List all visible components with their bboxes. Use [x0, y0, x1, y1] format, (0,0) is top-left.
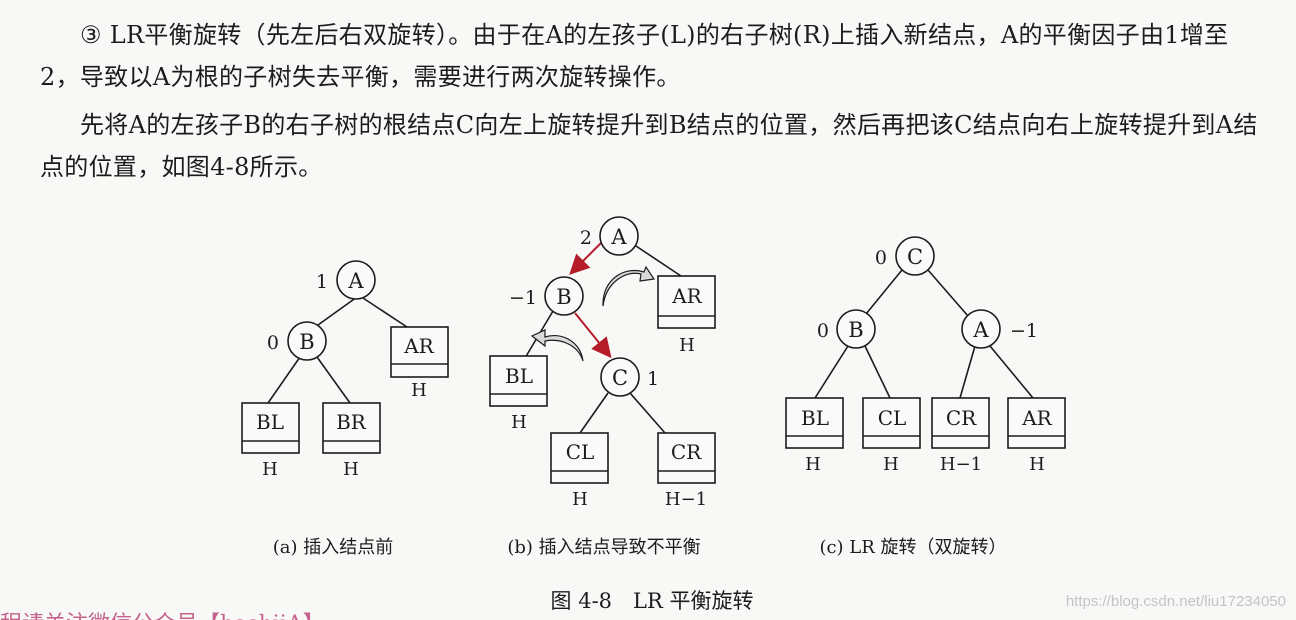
- node-label: C: [907, 245, 923, 269]
- subtree-a-AR: AR H: [390, 326, 449, 401]
- subtree-height: H: [262, 459, 278, 480]
- subtree-a-BL: BL H: [241, 402, 300, 480]
- subtree-b-BL: BL H: [489, 355, 548, 433]
- balance-factor-a-A: 1: [316, 271, 328, 293]
- subtree-label: CR: [671, 440, 702, 464]
- subtree-height: H: [411, 380, 427, 401]
- subtree-c-BL: BL H: [785, 397, 844, 475]
- subtree-height: H: [805, 454, 821, 475]
- subtree-label: CL: [566, 440, 595, 464]
- node-a-B: B: [287, 321, 327, 361]
- balance-factor-c-B: 0: [817, 320, 829, 342]
- insert-path-arrow-A-to-B: [569, 240, 604, 275]
- balance-factor-b-C: 1: [647, 368, 659, 390]
- node-label: A: [972, 318, 989, 342]
- subtree-height: H−1: [665, 489, 707, 510]
- subtree-height: H: [572, 489, 588, 510]
- node-b-A: A: [599, 216, 639, 256]
- node-b-B: B: [544, 276, 584, 316]
- subtree-b-CL: CL H: [550, 432, 609, 510]
- subfigure-c: [814, 269, 1034, 399]
- subtree-b-AR: AR H: [657, 275, 716, 356]
- node-label: B: [556, 285, 571, 309]
- subtree-a-BR: BR H: [322, 402, 381, 480]
- balance-factor-b-B: −1: [509, 287, 537, 309]
- node-label: C: [612, 366, 628, 390]
- subtree-c-CL: CL H: [862, 397, 921, 475]
- node-c-A: A: [961, 309, 1001, 349]
- rotate-left-arrow-icon: [530, 329, 584, 362]
- figure-4-8: A B 1 0 BL H BR H AR H (a) 插入结点前 A: [241, 216, 1066, 613]
- paragraph-lr-rotation-intro: ③ LR平衡旋转（先左后右双旋转）。由于在A的左孩子(L)的右子树(R)上插入新…: [40, 21, 1229, 91]
- subtree-b-CR: CR H−1: [657, 432, 716, 510]
- subtree-label: CR: [946, 406, 977, 430]
- subtree-height: H: [511, 412, 527, 433]
- watermark: https://blog.csdn.net/liu17234050: [1065, 593, 1286, 610]
- node-b-C: C: [600, 357, 640, 397]
- node-label: A: [610, 225, 627, 249]
- node-c-C: C: [895, 236, 935, 276]
- subtree-label: BL: [801, 406, 829, 430]
- subtree-label: BL: [505, 364, 533, 388]
- subtree-label: BL: [256, 410, 284, 434]
- subtree-label: AR: [403, 334, 434, 358]
- node-label: B: [299, 330, 314, 354]
- node-c-B: B: [836, 309, 876, 349]
- balance-factor-a-B: 0: [267, 332, 279, 354]
- subtree-label: BR: [336, 410, 367, 434]
- paragraph-lr-rotation-steps: 先将A的左孩子B的右子树的根结点C向左上旋转提升到B结点的位置，然后再把该C结点…: [40, 111, 1258, 181]
- rotate-right-arrow-icon: [602, 265, 656, 307]
- cut-off-footer-text: 程请关注微信公众号【hashiiA】: [0, 606, 325, 620]
- insert-path-arrow-B-to-C: [574, 312, 612, 359]
- subtree-c-CR: CR H−1: [931, 397, 990, 475]
- subtree-height: H: [679, 335, 695, 356]
- node-label: A: [347, 269, 364, 293]
- subcaption-a: (a) 插入结点前: [273, 537, 394, 558]
- subtree-height: H: [343, 459, 359, 480]
- subtree-label: AR: [1021, 406, 1052, 430]
- node-a-A: A: [336, 260, 376, 300]
- balance-factor-b-A: 2: [580, 227, 592, 249]
- subtree-height: H: [883, 454, 899, 475]
- balance-factor-c-C: 0: [875, 247, 887, 269]
- subtree-height: H−1: [940, 454, 982, 475]
- subcaption-b: (b) 插入结点导致不平衡: [507, 537, 700, 558]
- subfigure-a: [267, 296, 408, 404]
- subcaption-c: (c) LR 旋转（双旋转）: [819, 537, 1006, 558]
- balance-factor-c-A: −1: [1010, 320, 1038, 342]
- subtree-label: AR: [671, 284, 702, 308]
- node-label: B: [848, 318, 863, 342]
- subtree-c-AR: AR H: [1007, 397, 1066, 475]
- figure-caption: 图 4-8 LR 平衡旋转: [551, 589, 754, 613]
- subtree-label: CL: [878, 406, 907, 430]
- subtree-height: H: [1029, 454, 1045, 475]
